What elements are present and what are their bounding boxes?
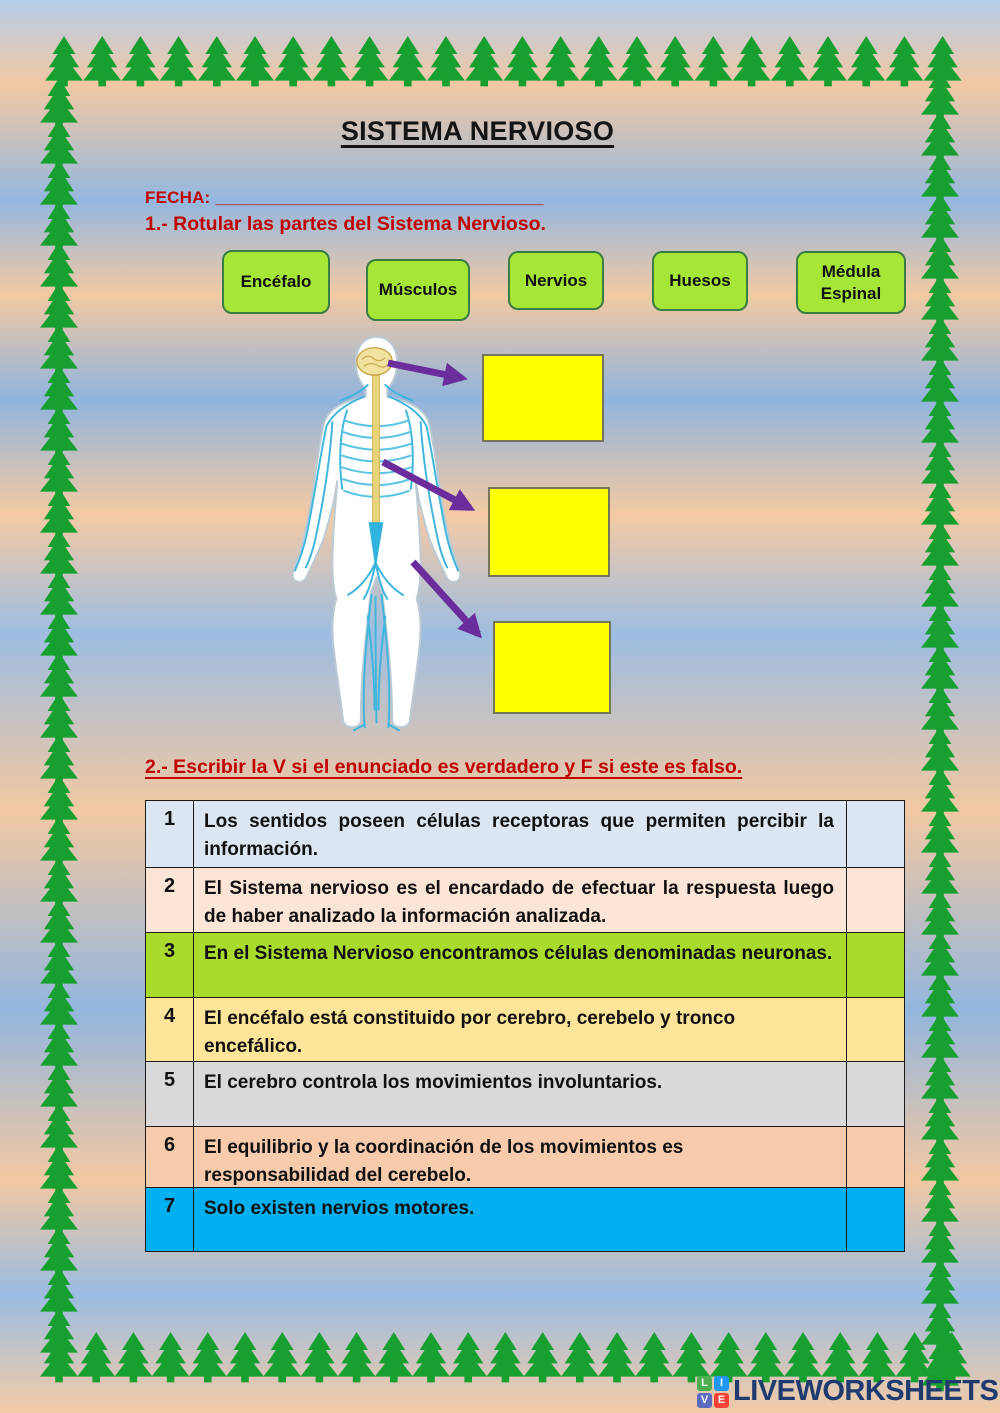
section2-heading: 2.- Escribir la V si el enunciado es ver… [145, 756, 743, 778]
vf-answer-cell-1[interactable] [846, 801, 904, 867]
answer-box-2[interactable] [488, 487, 610, 577]
statement-text: Los sentidos poseen células receptoras q… [204, 811, 834, 860]
statement-text: El encéfalo está constituido por cerebro… [204, 1008, 736, 1057]
liveworksheets-logo[interactable]: L I V E LIVEWORKSHEETS [697, 1375, 999, 1408]
answer-box-3[interactable] [493, 621, 611, 714]
row-number: 1 [146, 801, 194, 867]
logo-square-v: V [697, 1392, 712, 1408]
label-musculos[interactable]: Músculos [366, 259, 470, 321]
table-row: 7 Solo existen nervios motores. [146, 1187, 904, 1251]
vf-answer-cell-7[interactable] [846, 1188, 904, 1251]
true-false-table: 1 Los sentidos poseen células receptoras… [145, 800, 905, 1252]
label-encefalo[interactable]: Encéfalo [222, 250, 330, 314]
liveworksheets-grid-icon: L I V E [697, 1375, 729, 1408]
row-number: 5 [146, 1062, 194, 1126]
table-row: 6 El equilibrio y la coordinación de los… [146, 1126, 904, 1187]
row-number: 4 [146, 998, 194, 1061]
vf-answer-cell-6[interactable] [846, 1127, 904, 1187]
fecha-field[interactable]: FECHA: _________________________________… [145, 188, 544, 207]
brand-text: LIVEWORKSHEETS [733, 1375, 999, 1407]
vf-answer-cell-2[interactable] [846, 868, 904, 932]
label-huesos[interactable]: Huesos [652, 251, 748, 311]
statement-text: Solo existen nervios motores. [204, 1198, 475, 1219]
label-nervios[interactable]: Nervios [508, 251, 604, 310]
label-medula-espinal[interactable]: Médula Espinal [796, 251, 906, 314]
statement-text: El Sistema nervioso es el encardado de e… [204, 878, 834, 927]
table-row: 4 El encéfalo está constituido por cereb… [146, 997, 904, 1061]
statement-text: En el Sistema Nervioso encontramos célul… [204, 943, 833, 964]
table-row: 2 El Sistema nervioso es el encardado de… [146, 867, 904, 932]
vf-answer-cell-5[interactable] [846, 1062, 904, 1126]
statement-text: El equilibrio y la coordinación de los m… [204, 1137, 684, 1186]
table-row: 5 El cerebro controla los movimientos in… [146, 1061, 904, 1126]
answer-box-1[interactable] [482, 354, 604, 442]
logo-square-i: I [714, 1375, 729, 1391]
row-number: 2 [146, 868, 194, 932]
vf-answer-cell-3[interactable] [846, 933, 904, 997]
table-row: 1 Los sentidos poseen células receptoras… [146, 801, 904, 867]
page-title: SISTEMA NERVIOSO [340, 116, 615, 146]
section1-heading: 1.- Rotular las partes del Sistema Nervi… [145, 213, 546, 235]
row-number: 3 [146, 933, 194, 997]
brain-folds [361, 355, 389, 368]
table-row: 3 En el Sistema Nervioso encontramos cél… [146, 932, 904, 997]
row-number: 7 [146, 1188, 194, 1251]
brain [356, 346, 393, 376]
spinal-cord [372, 374, 380, 523]
logo-square-l: L [697, 1375, 712, 1391]
logo-square-e: E [714, 1392, 729, 1408]
human-body-figure [291, 335, 462, 732]
cauda-equina [368, 522, 384, 570]
vf-answer-cell-4[interactable] [846, 998, 904, 1061]
statement-text: El cerebro controla los movimientos invo… [204, 1072, 663, 1093]
row-number: 6 [146, 1127, 194, 1187]
